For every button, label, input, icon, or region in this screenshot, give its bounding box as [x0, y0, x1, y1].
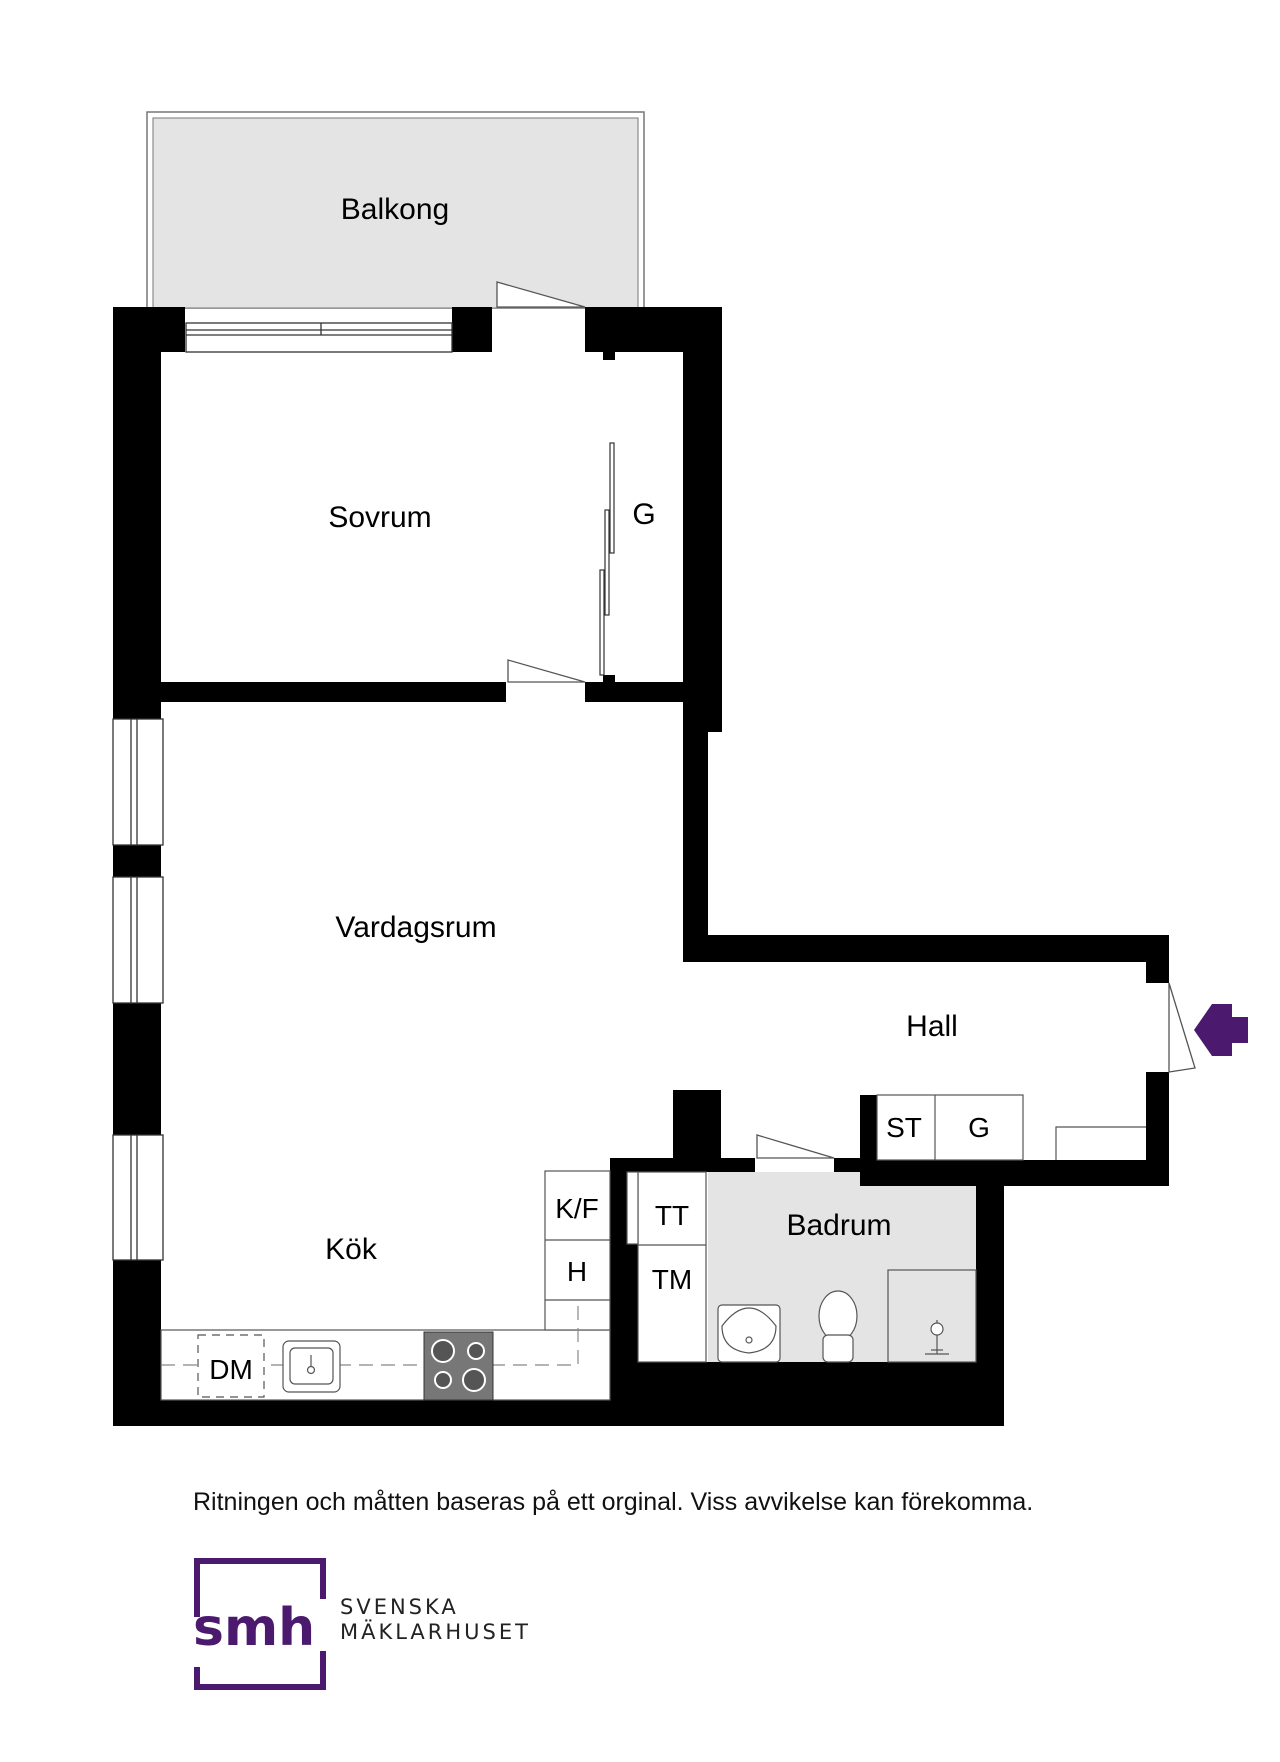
logo-monogram: smh [193, 1598, 315, 1658]
smh-logo-icon: smh [193, 1558, 326, 1690]
wardrobe-sliding-doors [599, 442, 615, 676]
fixture-label-fridge-freezer: K/F [555, 1193, 599, 1224]
room-label-balcony: Balkong [341, 193, 449, 226]
hall-cabinets [876, 1094, 1146, 1161]
fixture-label-hall-st: ST [886, 1112, 922, 1143]
room-label-bathroom: Badrum [786, 1209, 891, 1242]
walls [113, 307, 1169, 1426]
fixture-label-washer: TM [652, 1264, 692, 1295]
room-label-kitchen: Kök [325, 1233, 378, 1266]
disclaimer-text: Ritningen och måtten baseras på ett orgi… [193, 1488, 1034, 1516]
windows [112, 322, 453, 1261]
fixture-label-dishwasher: DM [209, 1354, 253, 1385]
brand-name-line2: MÄKLARHUSET [340, 1620, 531, 1644]
room-label-wardrobe: G [632, 498, 655, 531]
doors [496, 281, 1196, 1159]
kitchen-counter [160, 1170, 611, 1401]
brand-logo: smh SVENSKA MÄKLARHUSET [193, 1557, 553, 1692]
fixture-label-hall-g: G [968, 1112, 990, 1143]
bathroom-fixtures [626, 1171, 977, 1363]
stove [423, 1331, 494, 1401]
fixture-label-tumble-dryer: TT [655, 1200, 689, 1231]
room-label-hall: Hall [906, 1010, 958, 1043]
balcony-area [146, 111, 645, 309]
fixture-label-cabinet-h: H [567, 1256, 587, 1287]
entrance-arrow-icon [1194, 1004, 1248, 1056]
room-label-bedroom: Sovrum [328, 501, 431, 534]
brand-name-line1: SVENSKA [340, 1595, 459, 1619]
room-label-living: Vardagsrum [335, 911, 496, 944]
